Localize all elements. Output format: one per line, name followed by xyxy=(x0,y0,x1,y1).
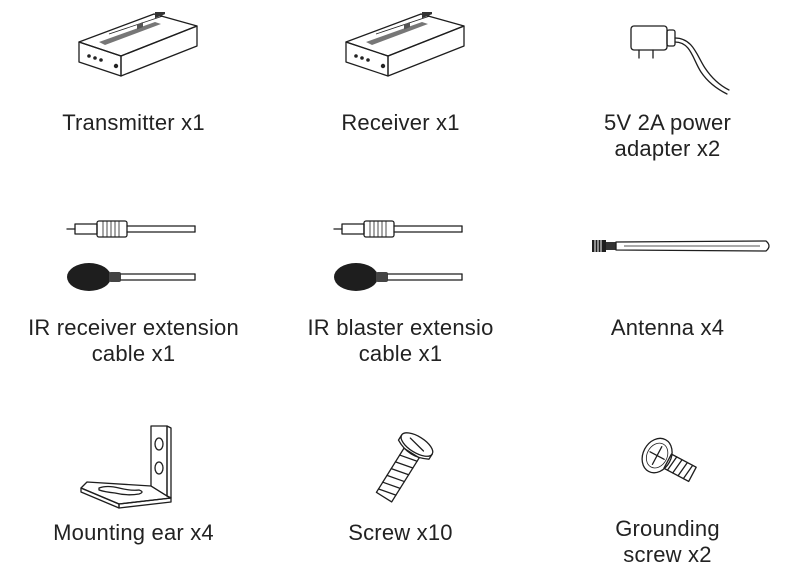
item-label: Receiver x1 xyxy=(267,110,534,136)
item-label-line: IR receiver extension xyxy=(28,315,239,340)
item-label-line: Mounting ear x4 xyxy=(53,520,214,545)
item-label: IR blaster extensio cable x1 xyxy=(267,315,534,367)
item-label: Grounding screw x2 xyxy=(534,516,801,568)
power-adapter-icon xyxy=(534,16,801,96)
item-screw: Screw x10 xyxy=(267,410,534,582)
screw-icon xyxy=(267,430,534,510)
item-transmitter: Transmitter x1 xyxy=(0,0,267,190)
item-label: Transmitter x1 xyxy=(0,110,267,136)
item-label: IR receiver extension cable x1 xyxy=(0,315,267,367)
item-label-line: cable x1 xyxy=(358,341,443,366)
item-label-line: Screw x10 xyxy=(348,520,453,545)
mounting-ear-icon xyxy=(0,422,267,512)
ir-receiver-cable-icon xyxy=(0,215,267,295)
item-label: Mounting ear x4 xyxy=(0,520,267,546)
item-label-line: Transmitter x1 xyxy=(62,110,205,135)
item-receiver: Receiver x1 xyxy=(267,0,534,190)
item-label-line: Antenna x4 xyxy=(610,315,725,340)
item-ir-blaster-cable: IR blaster extensio cable x1 xyxy=(267,205,534,375)
item-grounding-screw: Grounding screw x2 xyxy=(534,410,801,582)
grounding-screw-icon xyxy=(534,432,801,502)
item-mounting-ear: Mounting ear x4 xyxy=(0,410,267,582)
ir-blaster-cable-icon xyxy=(267,215,534,295)
transmitter-icon xyxy=(0,12,267,82)
antenna-icon xyxy=(534,231,801,261)
item-label-line: 5V 2A power xyxy=(604,110,731,135)
item-label-line: cable x1 xyxy=(91,341,176,366)
item-label: Screw x10 xyxy=(267,520,534,546)
item-label: 5V 2A power adapter x2 xyxy=(534,110,801,162)
item-antenna: Antenna x4 xyxy=(534,205,801,375)
item-label-line: Receiver x1 xyxy=(341,110,460,135)
item-label-line: IR blaster extensio xyxy=(307,315,494,340)
receiver-icon xyxy=(267,12,534,82)
item-label-line: Grounding xyxy=(615,516,720,541)
item-label-line: screw x2 xyxy=(623,542,712,567)
item-label-line: adapter x2 xyxy=(614,136,721,161)
item-ir-receiver-cable: IR receiver extension cable x1 xyxy=(0,205,267,375)
item-label: Antenna x4 xyxy=(534,315,801,341)
item-power-adapter: 5V 2A power adapter x2 xyxy=(534,0,801,190)
